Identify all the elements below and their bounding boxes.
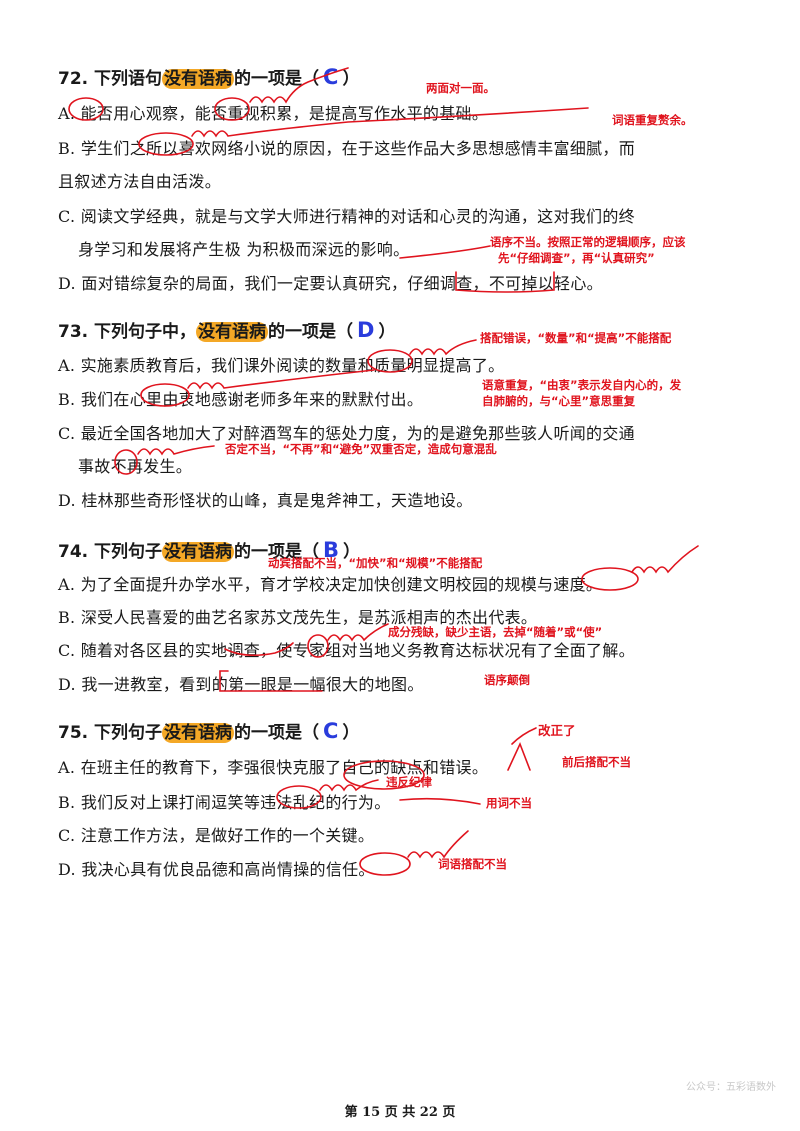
- option-line: D. 我决心具有优良品德和高尚情操的信任。: [58, 860, 375, 879]
- option-line: B. 我们在心里由衷地感谢老师多年来的默默付出。: [58, 390, 424, 409]
- option-line: A. 能否用心观察，能否重视积累，是提高写作水平的基础。: [58, 104, 489, 123]
- title-text: 的一项是（: [268, 322, 354, 342]
- annotation: 改正了: [538, 723, 576, 738]
- title-text: 的一项是（: [234, 723, 320, 743]
- annotation: 成分残缺，缺少主语，去掉“随着”或“使”: [388, 625, 603, 639]
- annotation: 两面对一面。: [426, 81, 495, 95]
- handwritten-answer: C: [323, 65, 339, 89]
- option-line: D. 桂林那些奇形怪状的山峰，真是鬼斧神工，天造地设。: [58, 491, 473, 510]
- annotation: 词语搭配不当: [438, 857, 507, 871]
- question-75-title: 75. 下列句子没有语病的一项是（C）: [58, 718, 359, 743]
- highlight-no-error: 没有语病: [162, 69, 235, 89]
- annotation: 自肺腑的，与“心里”意思重复: [482, 394, 636, 408]
- watermark: 公众号：五彩语数外: [686, 1082, 776, 1093]
- option-line: 事故不再发生。: [78, 457, 193, 476]
- question-number: 75. 下列句子: [58, 723, 163, 743]
- annotation: 先“仔细调查”，再“认真研究”: [498, 251, 655, 265]
- title-text: 的一项是（: [234, 69, 320, 89]
- option-line: C. 随着对各区县的实地调查，使专家组对当地义务教育达标状况有了全面了解。: [58, 641, 635, 660]
- title-close: ）: [378, 322, 396, 342]
- annotation: 语意重复，“由衷”表示发自内心的，发: [482, 378, 682, 392]
- annotation: 否定不当，“不再”和“避免”双重否定，造成句意混乱: [225, 442, 497, 456]
- page-footer: 第 15 页 共 22 页: [344, 1105, 456, 1120]
- option-line: C. 最近全国各地加大了对醉酒驾车的惩处力度，为的是避免那些骇人听闻的交通: [58, 424, 635, 443]
- annotation: 语序颠倒: [484, 673, 530, 687]
- option-line: C. 注意工作方法，是做好工作的一个关键。: [58, 826, 375, 845]
- option-line: 且叙述方法自由活泼。: [58, 172, 222, 191]
- option-line: A. 为了全面提升办学水平，育才学校决定加快创建文明校园的规模与速度。: [58, 575, 603, 594]
- question-72-title: 72. 下列语句没有语病的一项是（C）: [58, 64, 359, 89]
- title-close: ）: [342, 69, 360, 89]
- question-number: 73. 下列句子中，: [58, 322, 197, 342]
- option-line: A. 实施素质教育后，我们课外阅读的数量和质量明显提高了。: [58, 356, 505, 375]
- handwritten-answer: B: [323, 538, 340, 562]
- option-line: 身学习和发展将产生极 为积极而深远的影响。: [78, 240, 410, 259]
- annotation: 用词不当: [486, 796, 532, 810]
- option-line: B. 学生们之所以喜欢网络小说的原因，在于这些作品大多思想感情丰富细腻，而: [58, 139, 636, 158]
- option-line: B. 深受人民喜爱的曲艺名家苏文茂先生，是苏派相声的杰出代表。: [58, 608, 538, 627]
- option-line: C. 阅读文学经典，就是与文学大师进行精神的对话和心灵的沟通，这对我们的终: [58, 207, 635, 226]
- option-line: D. 我一进教室，看到的第一眼是一幅很大的地图。: [58, 675, 424, 694]
- title-text: 的一项是（: [234, 542, 320, 562]
- annotation: 语序不当。按照正常的逻辑顺序，应该: [490, 235, 686, 249]
- highlight-no-error: 没有语病: [162, 723, 235, 743]
- option-line: D. 面对错综复杂的局面，我们一定要认真研究，仔细调查，不可掉以轻心。: [58, 274, 603, 293]
- highlight-no-error: 没有语病: [196, 322, 269, 342]
- question-number: 74. 下列句子: [58, 542, 163, 562]
- handwritten-answer: D: [357, 318, 375, 342]
- question-number: 72. 下列语句: [58, 69, 163, 89]
- title-close: ）: [343, 542, 361, 562]
- highlight-no-error: 没有语病: [162, 542, 235, 562]
- option-line: B. 我们反对上课打闹逗笑等违法乱纪的行为。: [58, 793, 391, 812]
- annotation: 前后搭配不当: [562, 755, 631, 769]
- question-74-title: 74. 下列句子没有语病的一项是（B）: [58, 537, 360, 562]
- annotation: 违反纪律: [386, 775, 432, 789]
- annotation: 动宾搭配不当，“加快”和“规模”不能搭配: [268, 556, 483, 570]
- question-73-title: 73. 下列句子中，没有语病的一项是（D）: [58, 317, 395, 342]
- title-close: ）: [342, 723, 360, 743]
- annotation: 搭配错误，“数量”和“提高”不能搭配: [480, 331, 672, 345]
- handwritten-answer: C: [323, 719, 339, 743]
- annotation: 词语重复赘余。: [612, 113, 693, 127]
